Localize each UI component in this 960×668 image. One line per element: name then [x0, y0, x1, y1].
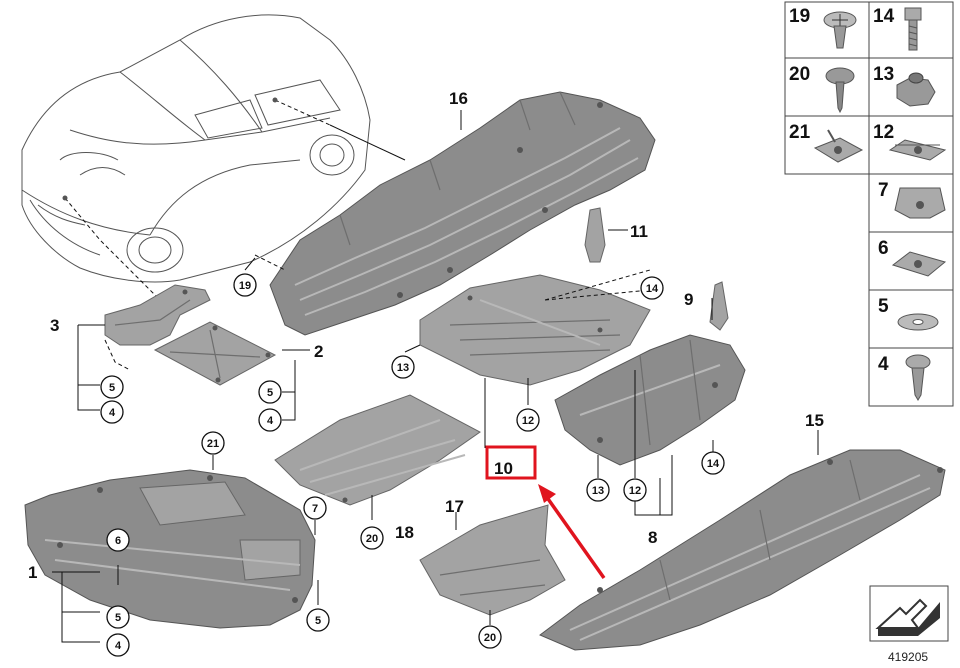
fastener-label-14: 14 — [873, 6, 895, 27]
svg-text:21: 21 — [207, 438, 219, 450]
part-label-18: 18 — [395, 523, 414, 542]
fastener-label-19: 19 — [789, 6, 810, 27]
fastener-panel: 19 14 20 13 21 12 7 6 5 4 — [784, 1, 954, 407]
part-1-shield — [24, 469, 316, 629]
part-label-17: 17 — [445, 497, 464, 516]
callout-7: 7 — [303, 496, 327, 520]
part-17-plate — [419, 504, 566, 616]
svg-text:12: 12 — [629, 485, 641, 497]
view-direction-symbol-icon — [869, 585, 949, 642]
clip-21-icon — [813, 129, 864, 163]
svg-text:13: 13 — [397, 362, 409, 374]
callout-5: 5 — [258, 380, 282, 404]
part-label-2: 2 — [314, 342, 323, 361]
svg-text:14: 14 — [707, 458, 720, 470]
highlight-arrowhead — [538, 484, 556, 503]
svg-text:4: 4 — [267, 415, 274, 427]
callout-4: 4 — [258, 408, 282, 432]
part-label-8: 8 — [648, 528, 657, 547]
rivet-19-icon — [823, 11, 857, 49]
part-label-3: 3 — [50, 316, 59, 335]
washer-5-icon — [897, 313, 939, 331]
part-18-plate — [274, 394, 481, 506]
callout-5: 5 — [306, 608, 330, 632]
part-label-10: 10 — [494, 459, 513, 478]
part-3-bracket — [104, 284, 211, 346]
bolt-14-icon — [904, 7, 922, 51]
svg-text:5: 5 — [315, 615, 321, 627]
speed-nut-6-icon — [891, 251, 947, 277]
part-label-9: 9 — [684, 290, 693, 309]
document-number: 419205 — [888, 650, 929, 664]
part-16-shield — [269, 91, 656, 336]
fastener-label-13: 13 — [873, 64, 894, 85]
callout-20: 20 — [478, 625, 502, 649]
svg-text:13: 13 — [592, 485, 604, 497]
fastener-label-12: 12 — [873, 122, 894, 143]
clip-7-icon — [894, 187, 946, 219]
callout-5: 5 — [106, 605, 130, 629]
part-15-shield — [539, 449, 946, 651]
part-labels: 16 3 2 11 9 10 15 1 18 17 8 — [28, 89, 824, 582]
fastener-label-20: 20 — [789, 64, 810, 85]
part-8-shield — [554, 334, 746, 466]
callout-5: 5 — [100, 375, 124, 399]
svg-text:14: 14 — [646, 283, 659, 295]
callout-6: 6 — [106, 528, 130, 552]
spring-nut-12-icon — [888, 139, 947, 161]
callout-14: 14 — [701, 451, 725, 475]
svg-text:12: 12 — [522, 415, 534, 427]
part-label-1: 1 — [28, 563, 37, 582]
svg-text:20: 20 — [366, 533, 378, 545]
fastener-label-7: 7 — [878, 180, 889, 201]
car-outline-illustration — [21, 14, 371, 283]
svg-text:5: 5 — [267, 387, 273, 399]
part-11-bracket — [584, 207, 606, 263]
svg-text:4: 4 — [109, 407, 116, 419]
part-9-bracket — [709, 281, 729, 331]
svg-text:20: 20 — [484, 632, 496, 644]
part-label-11: 11 — [630, 222, 648, 241]
fastener-label-21: 21 — [789, 122, 811, 143]
nut-13-icon — [896, 72, 936, 107]
fastener-label-4: 4 — [878, 354, 889, 375]
part-2-plate — [153, 321, 277, 386]
callout-19: 19 — [233, 273, 257, 297]
fastener-label-6: 6 — [878, 238, 889, 259]
callout-20: 20 — [360, 526, 384, 550]
callouts: 19 5 4 5 4 21 6 5 4 7 5 20 13 12 14 13 1… — [100, 273, 725, 657]
callout-4: 4 — [100, 400, 124, 424]
callout-14: 14 — [640, 276, 664, 300]
leader-lines — [52, 110, 819, 643]
highlight-arrow — [544, 494, 606, 580]
screw-4-icon — [905, 354, 931, 401]
svg-text:6: 6 — [115, 535, 121, 547]
svg-text:7: 7 — [312, 503, 318, 515]
callout-12: 12 — [623, 478, 647, 502]
callout-13: 13 — [391, 355, 415, 379]
svg-text:4: 4 — [115, 640, 122, 652]
callout-13: 13 — [586, 478, 610, 502]
svg-text:19: 19 — [239, 280, 251, 292]
svg-text:5: 5 — [115, 612, 121, 624]
svg-text:5: 5 — [109, 382, 115, 394]
screw-20-icon — [825, 67, 855, 114]
callout-4: 4 — [106, 633, 130, 657]
part-label-16: 16 — [449, 89, 468, 108]
fastener-label-5: 5 — [878, 296, 889, 317]
part-10-plate — [419, 274, 651, 386]
part-label-15: 15 — [805, 411, 824, 430]
callout-12: 12 — [516, 408, 540, 432]
callout-21: 21 — [201, 431, 225, 455]
highlight-box-part-10 — [485, 445, 537, 480]
